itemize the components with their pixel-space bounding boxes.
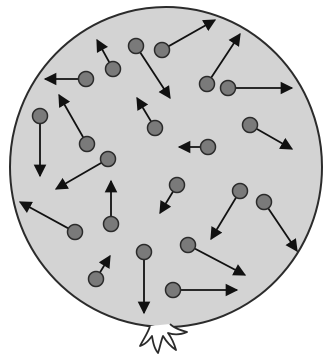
- gas-molecule: [137, 245, 152, 260]
- gas-molecule: [148, 121, 163, 136]
- gas-molecule: [257, 195, 272, 210]
- gas-molecule: [106, 62, 121, 77]
- gas-molecule: [155, 43, 170, 58]
- balloon-knot: [140, 324, 187, 353]
- gas-molecule: [181, 238, 196, 253]
- gas-molecule: [33, 109, 48, 124]
- gas-molecule: [200, 77, 215, 92]
- gas-molecule: [104, 217, 119, 232]
- gas-molecule: [170, 178, 185, 193]
- gas-molecule: [79, 72, 94, 87]
- gas-molecule: [101, 152, 116, 167]
- gas-molecule: [68, 225, 83, 240]
- gas-molecule: [201, 140, 216, 155]
- gas-molecule: [80, 137, 95, 152]
- gas-molecule: [221, 81, 236, 96]
- gas-molecule: [233, 184, 248, 199]
- gas-molecule: [243, 118, 258, 133]
- gas-molecule: [129, 39, 144, 54]
- gas-molecule: [89, 272, 104, 287]
- gas-molecule: [166, 283, 181, 298]
